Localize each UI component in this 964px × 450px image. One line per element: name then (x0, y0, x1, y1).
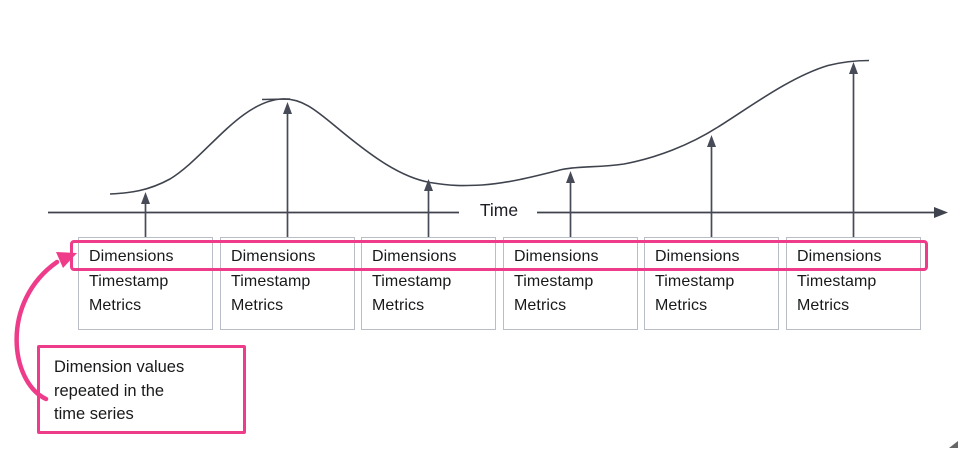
record-field-dimensions: Dimensions (372, 248, 457, 265)
record-field-metrics: Metrics (797, 297, 850, 314)
record-field-dimensions: Dimensions (655, 248, 740, 265)
time-axis-arrowhead (934, 207, 948, 218)
record-field-timestamp: Timestamp (372, 272, 452, 290)
annotation-text-line: Dimension values (54, 358, 185, 376)
record-field-timestamp: Timestamp (797, 272, 877, 290)
dimensions-highlight-band (70, 240, 928, 271)
record-box: Dimensions Timestamp Metrics (361, 237, 496, 330)
record-field-timestamp: Timestamp (514, 272, 594, 290)
annotation-text-line: repeated in the (54, 381, 165, 400)
artifact-mark (949, 441, 958, 448)
record-field-timestamp: Timestamp (655, 272, 735, 290)
record-field-dimensions: Dimensions (89, 248, 174, 265)
record-field-metrics: Metrics (89, 297, 142, 314)
record-box: Dimensions Timestamp Metrics (786, 237, 921, 330)
annotation-callout: Dimension values repeated in the time se… (37, 345, 246, 434)
record-box: Dimensions Timestamp Metrics (644, 237, 779, 330)
time-axis-label: Time (462, 200, 536, 221)
record-field-timestamp: Timestamp (89, 272, 169, 290)
annotation-text-line: time series (54, 405, 134, 423)
record-field-timestamp: Timestamp (231, 272, 311, 290)
record-field-metrics: Metrics (655, 297, 708, 314)
record-field-dimensions: Dimensions (231, 248, 316, 265)
record-field-metrics: Metrics (514, 297, 567, 314)
record-box: Dimensions Timestamp Metrics (78, 237, 213, 330)
record-box: Dimensions Timestamp Metrics (503, 237, 638, 330)
record-field-dimensions: Dimensions (797, 248, 882, 265)
record-field-metrics: Metrics (231, 297, 284, 314)
time-series-curve (109, 59, 870, 195)
peak-dash (261, 98, 291, 101)
record-field-dimensions: Dimensions (514, 248, 599, 265)
record-field-metrics: Metrics (372, 297, 425, 314)
record-box: Dimensions Timestamp Metrics (220, 237, 355, 330)
